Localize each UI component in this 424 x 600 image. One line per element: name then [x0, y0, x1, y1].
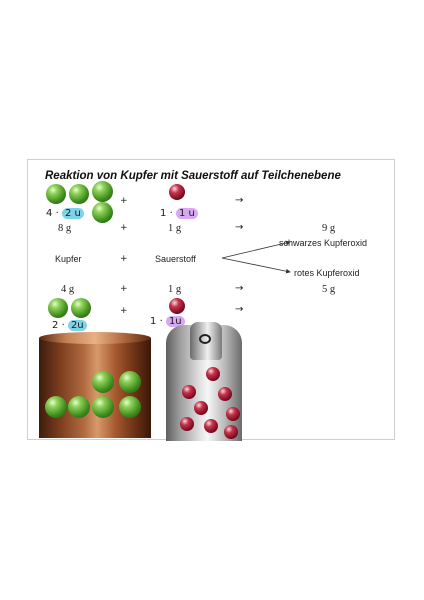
oxygen-dot: ·	[169, 208, 173, 219]
reaction-arrow: →	[235, 283, 244, 294]
oxygen-atom	[204, 419, 218, 433]
slide-title: Reaktion von Kupfer mit Sauerstoff auf T…	[45, 170, 341, 182]
reactant-oxygen-label: Sauerstoff	[155, 254, 196, 264]
oxygen-annotation: 1 · 1u	[150, 316, 185, 327]
plus-sign: +	[120, 196, 128, 206]
plus-sign: +	[120, 306, 128, 316]
product-black-label: schwarzes Kupferoxid	[279, 238, 368, 248]
copper-mass-highlight: 2 u	[61, 208, 84, 219]
oxygen-mass-highlight: 1 u	[175, 208, 198, 219]
copper-atom	[46, 184, 66, 204]
copper-atom	[48, 298, 68, 318]
copper-count: 2	[52, 320, 59, 331]
copper-atom	[92, 371, 114, 393]
copper-atom	[92, 396, 114, 418]
copper-count: 4	[46, 208, 53, 219]
copper-atom	[68, 396, 90, 418]
oxygen-count: 1	[150, 316, 157, 327]
oxygen-annotation: 1 · 1 u	[160, 208, 198, 219]
product-red-label: rotes Kupferoxid	[294, 268, 360, 278]
copper-dot: ·	[55, 208, 59, 219]
copper-atom	[92, 202, 113, 223]
plus-sign: +	[120, 254, 128, 264]
oxygen-atom	[206, 367, 220, 381]
oxygen-cylinder-image	[166, 325, 242, 441]
product-mass-value: 5 g	[322, 284, 336, 295]
reactant-copper-label: Kupfer	[55, 254, 82, 264]
oxygen-atom	[169, 298, 185, 314]
oxygen-atom	[224, 425, 238, 439]
slide: Reaktion von Kupfer mit Sauerstoff auf T…	[27, 159, 395, 441]
copper-atom	[45, 396, 67, 418]
copper-atom	[119, 371, 141, 393]
plus-sign: +	[120, 223, 128, 233]
cylinder-valve	[190, 322, 222, 360]
plus-sign: +	[120, 284, 128, 294]
copper-mass-value: 4 g	[61, 284, 75, 295]
copper-plate-image	[39, 332, 151, 438]
oxygen-atom	[226, 407, 240, 421]
arrow-to-red-oxide	[221, 257, 291, 274]
oxygen-mass-highlight: 1u	[165, 316, 185, 327]
copper-atom	[119, 396, 141, 418]
oxygen-atom	[194, 401, 208, 415]
oxygen-atom	[218, 387, 232, 401]
branch-arrows	[221, 240, 291, 274]
reaction-arrow: →	[235, 304, 244, 315]
arrow-to-black-oxide	[221, 240, 291, 259]
copper-atom	[92, 181, 113, 202]
copper-mass-highlight: 2u	[67, 320, 87, 331]
copper-annotation: 2 · 2u	[52, 320, 87, 331]
oxygen-atom	[180, 417, 194, 431]
oxygen-atom	[169, 184, 185, 200]
copper-atom	[69, 184, 89, 204]
copper-annotation: 4 · 2 u	[46, 208, 84, 219]
reaction-arrow: →	[235, 195, 244, 206]
copper-dot: ·	[61, 320, 65, 331]
oxygen-atom	[182, 385, 196, 399]
oxygen-mass-value: 1 g	[168, 223, 182, 234]
oxygen-dot: ·	[159, 316, 163, 327]
copper-mass-value: 8 g	[58, 223, 72, 234]
reaction-arrow: →	[235, 222, 244, 233]
copper-atom	[71, 298, 91, 318]
oxygen-mass-value: 1 g	[168, 284, 182, 295]
oxygen-count: 1	[160, 208, 167, 219]
valve-ring-icon	[199, 334, 211, 344]
product-mass-value: 9 g	[322, 223, 336, 234]
copper-plate-top	[39, 332, 151, 344]
